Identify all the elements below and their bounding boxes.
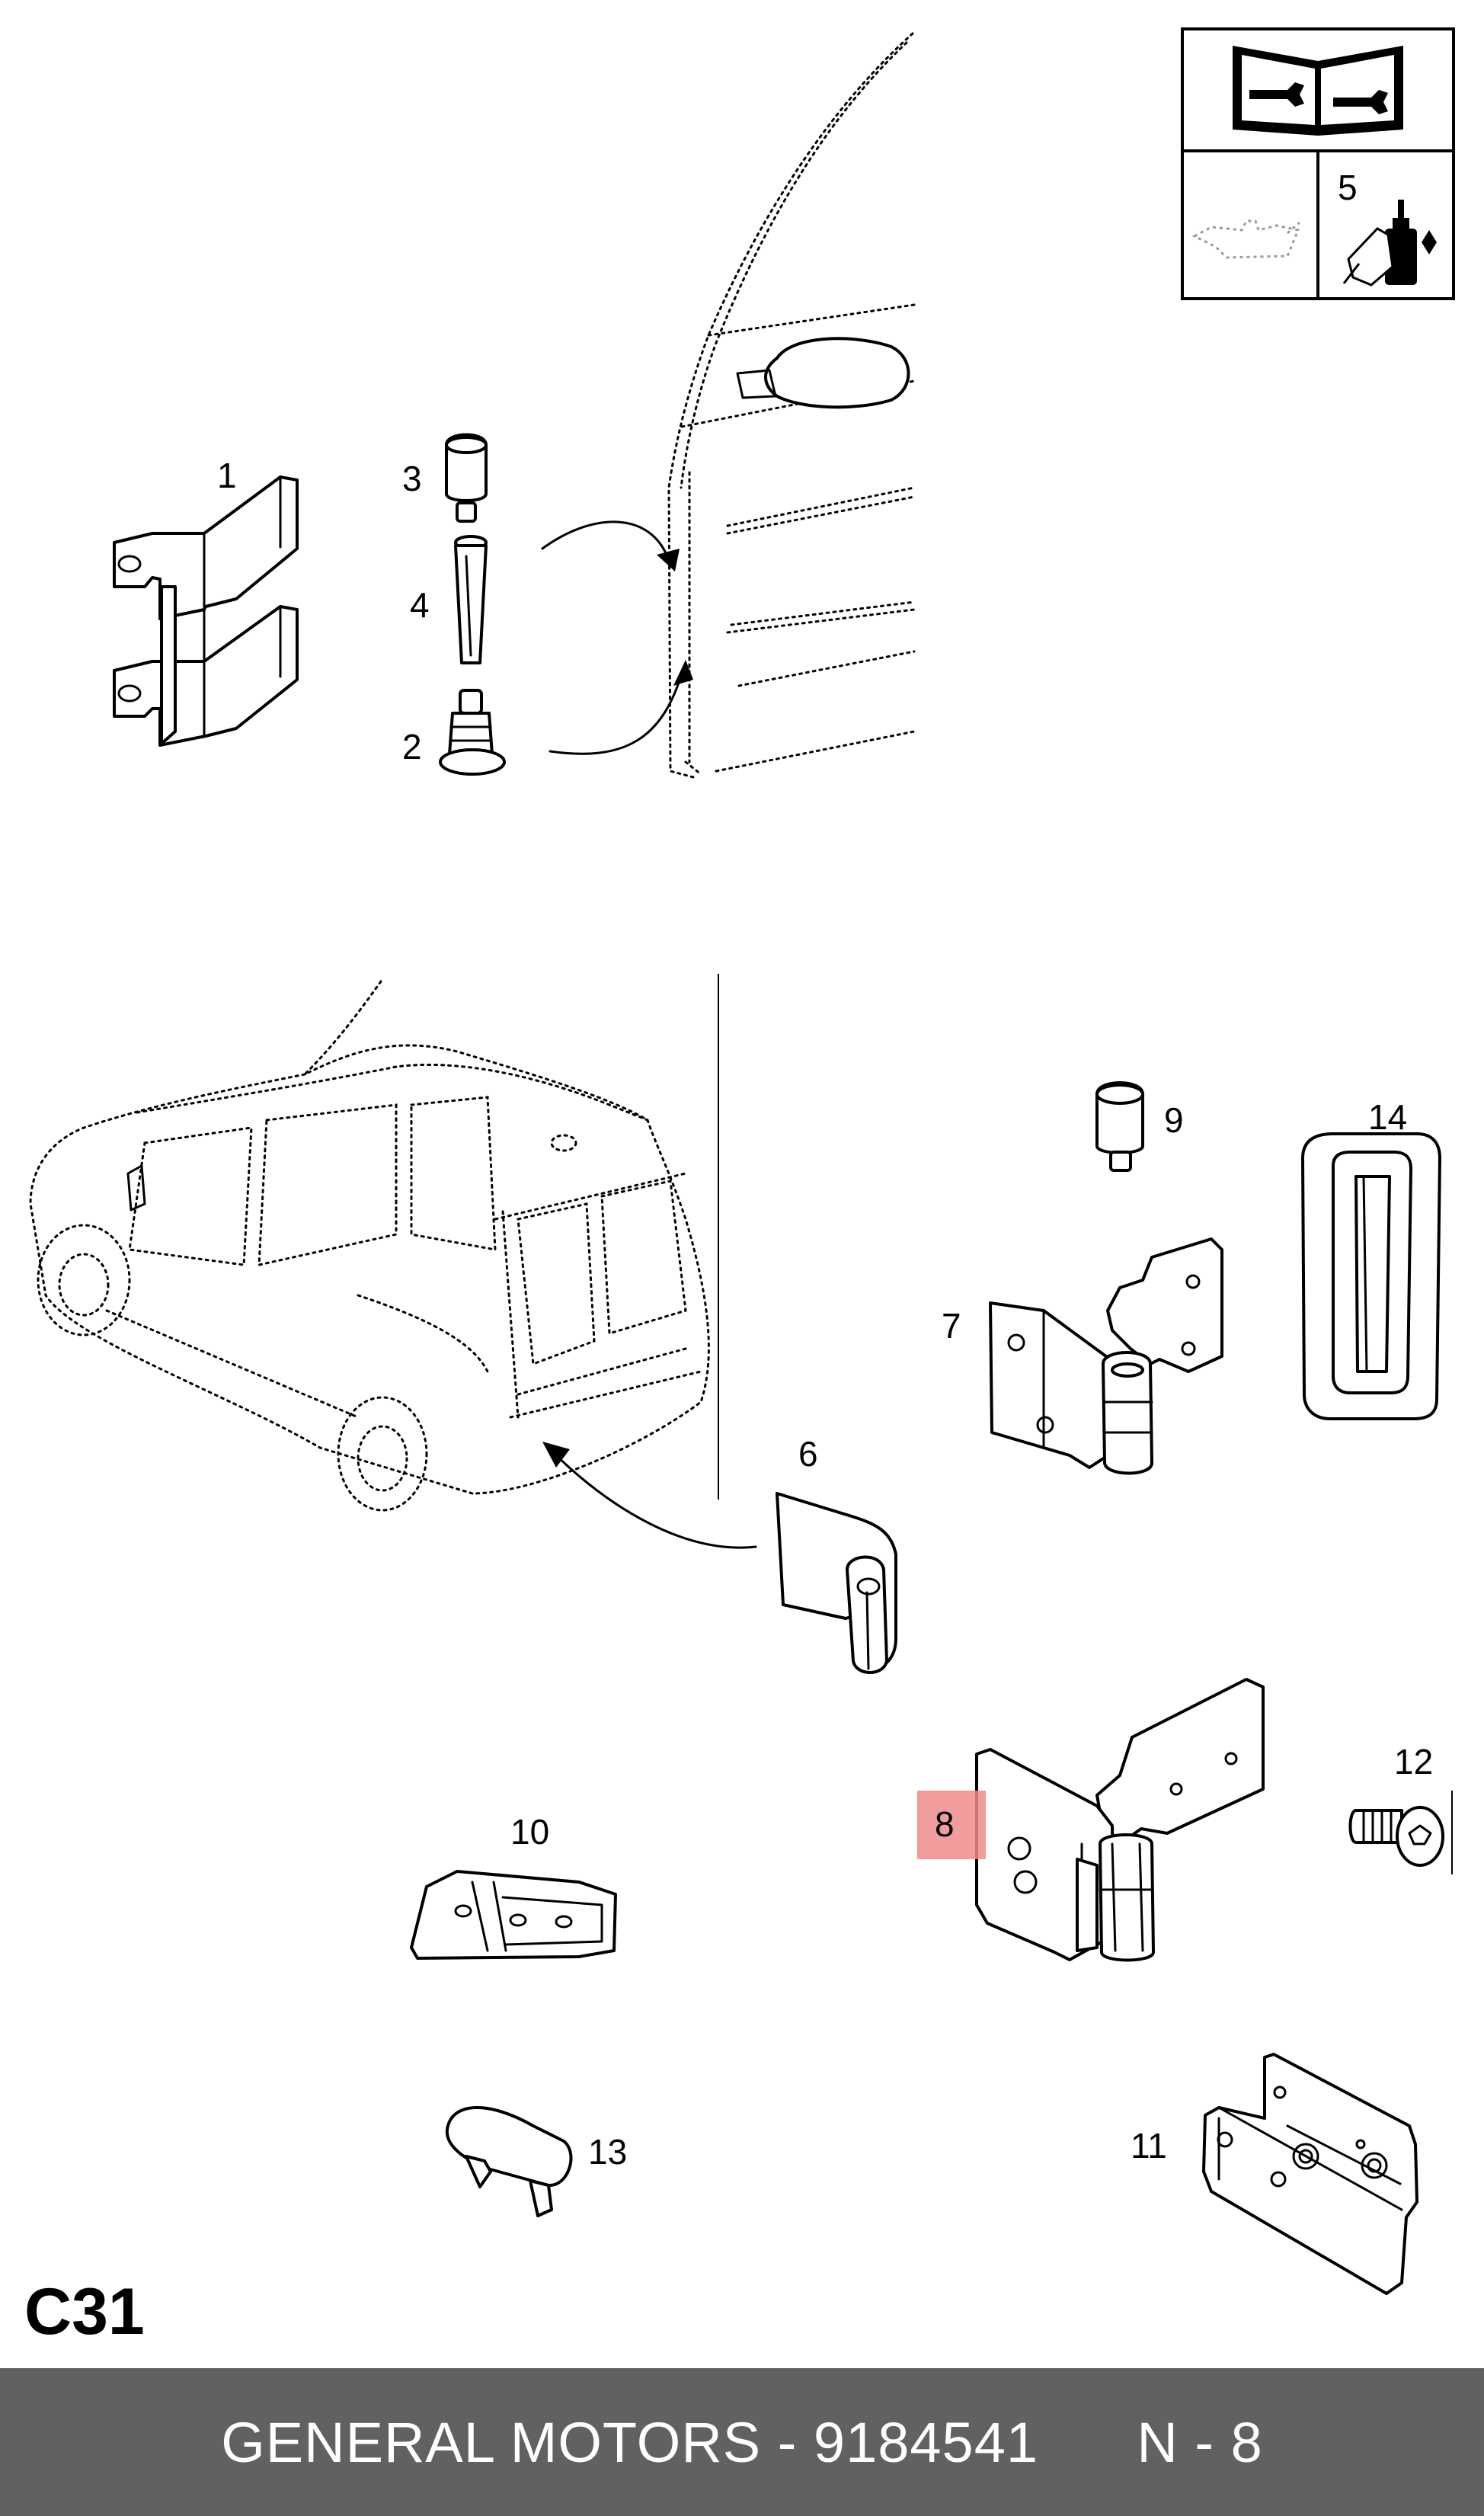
part-11-bracket [1202, 2053, 1418, 2295]
arrow-to-van [549, 1448, 757, 1549]
part-4-pin [454, 535, 488, 664]
callout-8: 8 [935, 1804, 955, 1844]
callout-13: 13 [588, 2132, 627, 2172]
part-3-cap [445, 433, 488, 523]
section-code: C31 [24, 2275, 145, 2348]
callout-4: 4 [410, 585, 430, 625]
part-6-hinge [776, 1492, 897, 1674]
callout-10: 10 [510, 1812, 549, 1852]
callout-9: 9 [1164, 1100, 1184, 1140]
callout-12: 12 [1394, 1742, 1433, 1781]
oil-can-icon [1191, 219, 1300, 259]
van-illustration [29, 974, 719, 1512]
callout-3: 3 [402, 459, 422, 498]
callout-6: 6 [798, 1434, 818, 1474]
footer-brand-part: GENERAL MOTORS - 9184541 [221, 2410, 1039, 2474]
callout-5: 5 [1338, 168, 1358, 207]
part-8-hinge [975, 1678, 1265, 1962]
callout-1: 1 [217, 456, 237, 495]
part-2-bushing [439, 689, 506, 776]
callout-11: 11 [1131, 2126, 1167, 2165]
part-1-bracket [113, 475, 299, 747]
arrow-lower [549, 669, 684, 755]
part-12-bolt [1348, 1791, 1453, 1874]
callout-8-highlight [917, 1791, 986, 1859]
part-7-hinge [989, 1237, 1223, 1475]
adhesive-bottle-icon [1342, 200, 1437, 286]
footer-page-ref: N - 8 [1137, 2410, 1263, 2474]
callout-7: 7 [942, 1306, 961, 1346]
callout-2: 2 [402, 727, 422, 767]
arrow-upper [541, 520, 672, 567]
part-14-grommet [1301, 1132, 1441, 1420]
part-13-clip [445, 2106, 573, 2217]
footer-label: GENERAL MOTORS - 9184541 N - 8 [221, 2410, 1262, 2475]
info-box: 5 [1181, 27, 1455, 300]
callout-14: 14 [1368, 1097, 1407, 1137]
service-manual-wrench-icon [1233, 46, 1403, 136]
front-door-illustration [667, 32, 916, 779]
part-9-cap [1095, 1081, 1144, 1172]
footer-bar: GENERAL MOTORS - 9184541 N - 8 [0, 2368, 1484, 2516]
part-10-plate [410, 1870, 617, 1960]
